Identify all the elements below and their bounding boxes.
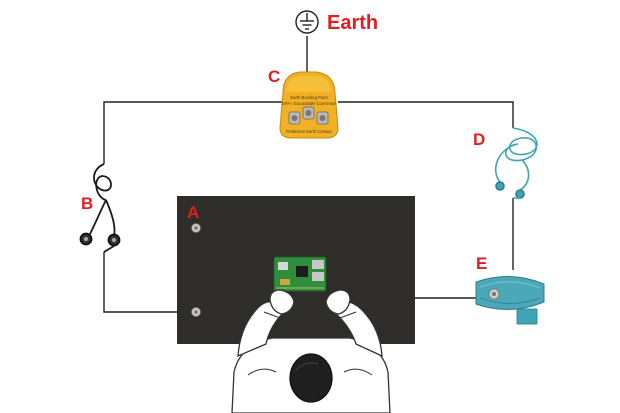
plug-stud-center bbox=[302, 106, 315, 120]
coiled-ground-cord bbox=[494, 127, 538, 199]
plug-text-1: Earth Bonding Point bbox=[290, 95, 328, 100]
circuit-board bbox=[273, 256, 327, 292]
earth-bonding-plug: Earth Bonding Point EPA / Groundable Con… bbox=[279, 71, 339, 139]
plug-stud-left bbox=[288, 111, 301, 125]
wire-plug-to-coil-d bbox=[338, 101, 514, 128]
earth-label: Earth bbox=[327, 12, 378, 34]
worker-figure bbox=[231, 289, 391, 413]
ground-cord-label: B bbox=[81, 194, 93, 213]
mat-snap-top bbox=[191, 223, 201, 233]
mat-snap-bottom bbox=[191, 307, 201, 317]
wrist-strap bbox=[475, 275, 545, 325]
wire-plug-to-cord-b bbox=[103, 101, 282, 164]
coil-cord-label: D bbox=[473, 130, 485, 149]
earth-ground-icon bbox=[295, 10, 319, 34]
plug-text-3: Protective Earth Contact bbox=[286, 129, 332, 134]
black-ground-cord bbox=[79, 163, 121, 253]
plug-stud-right bbox=[316, 111, 329, 125]
wrist-strap-label: E bbox=[476, 254, 487, 273]
plug-label: C bbox=[268, 67, 280, 86]
wire-cord-b-to-mat bbox=[103, 252, 193, 313]
mat-label: A bbox=[187, 203, 199, 222]
plug-text-2: EPA / Groundable Connector bbox=[282, 101, 336, 106]
